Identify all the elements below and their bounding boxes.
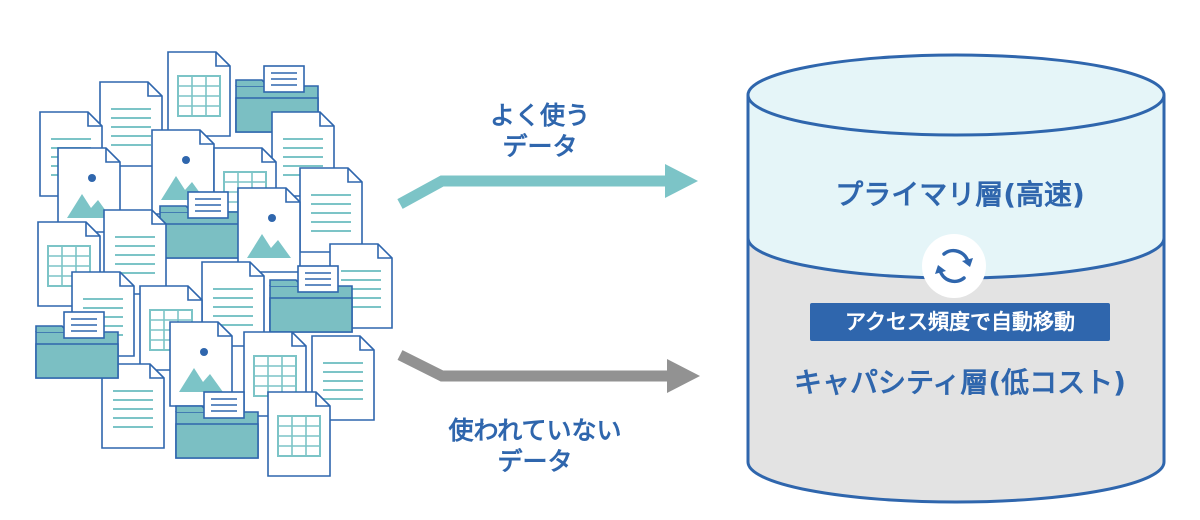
file-pile — [35, 51, 393, 477]
cold-data-label: 使われていない データ — [410, 415, 660, 478]
arrow-right-icon — [665, 164, 698, 198]
document-icon — [101, 363, 165, 449]
primary-tier-body — [748, 95, 1164, 278]
cold-data-label-line1: 使われていない — [448, 416, 622, 445]
hot-data-label-line2: データ — [502, 132, 578, 162]
folder-icon — [159, 191, 243, 259]
image-file-icon — [169, 321, 233, 407]
image-file-icon — [237, 187, 301, 273]
hot-data-label-line1: よく使う — [489, 101, 590, 130]
arrow-right-icon — [667, 359, 700, 393]
refresh-cycle-icon — [922, 234, 986, 298]
spreadsheet-icon — [167, 51, 231, 137]
hot-data-label: よく使う データ — [445, 100, 635, 163]
spreadsheet-icon — [267, 391, 331, 477]
primary-tier-label: プライマリ層(高速) — [835, 178, 1085, 211]
auto-move-badge: アクセス頻度で自動移動 — [810, 303, 1110, 341]
cylinder-outline — [746, 95, 1166, 504]
capacity-tier-label: キャパシティ層(低コスト) — [794, 366, 1126, 399]
folder-icon — [35, 311, 119, 379]
primary-tier-top — [746, 53, 1166, 137]
cold-data-label-line2: データ — [497, 447, 573, 477]
document-icon — [299, 167, 363, 253]
cold-data-arrow — [397, 350, 700, 393]
folder-icon — [269, 265, 353, 333]
document-icon — [201, 261, 265, 347]
hot-data-arrow — [397, 164, 698, 209]
folder-icon — [175, 391, 259, 459]
